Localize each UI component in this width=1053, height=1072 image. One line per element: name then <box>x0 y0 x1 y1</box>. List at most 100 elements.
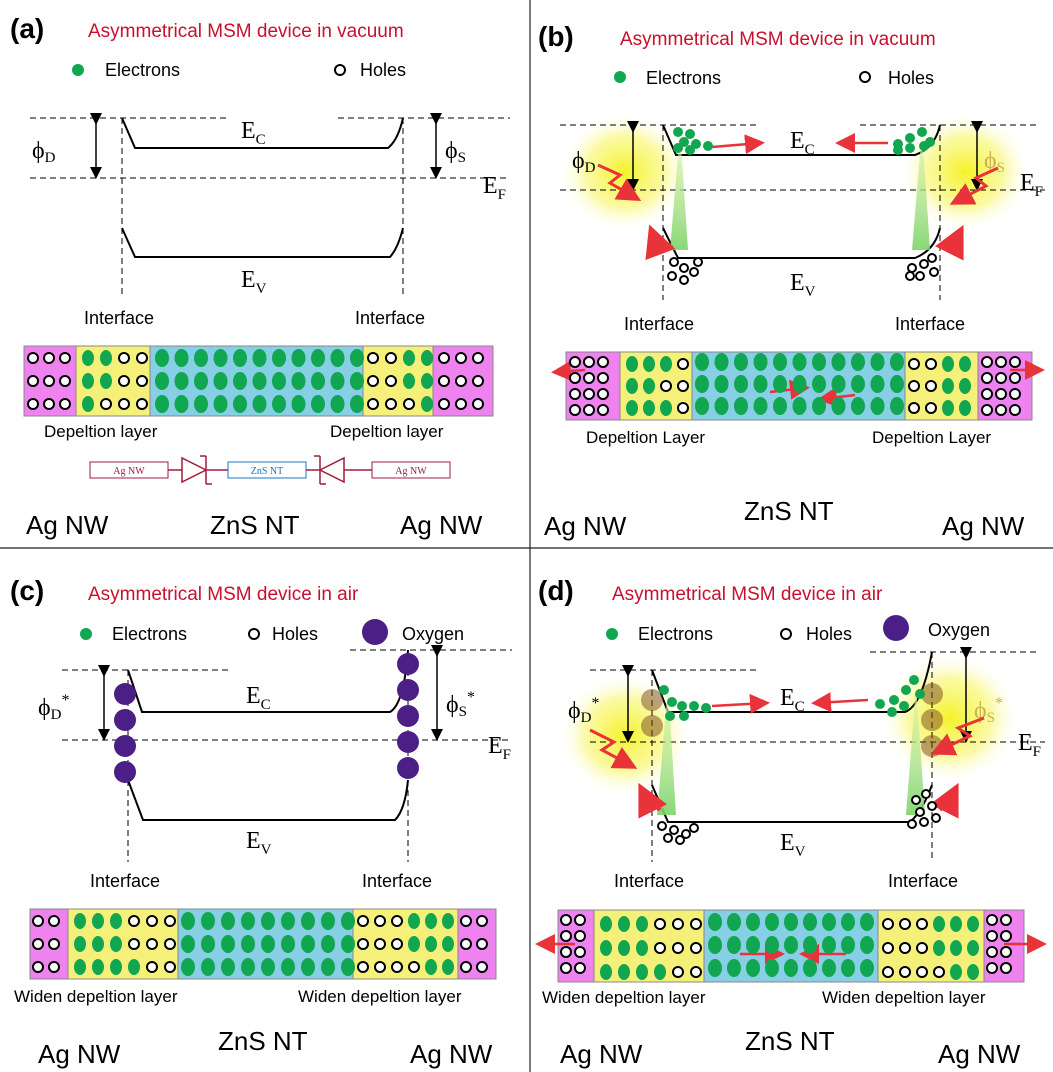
panel-d-letter: (d) <box>538 575 574 606</box>
hole <box>357 915 369 927</box>
hole <box>476 961 488 973</box>
hole <box>679 263 689 273</box>
electron <box>905 143 915 153</box>
hole-flow-arrow-left <box>638 782 668 819</box>
electron <box>174 395 189 413</box>
hole <box>681 829 691 839</box>
electron <box>213 372 228 390</box>
electron <box>272 349 286 367</box>
hole <box>677 380 689 392</box>
hole <box>916 918 928 930</box>
hole <box>403 398 415 410</box>
electron <box>301 912 315 930</box>
hole <box>32 938 44 950</box>
hole <box>164 915 176 927</box>
diode-left <box>181 456 208 484</box>
electron <box>350 395 364 413</box>
electron <box>233 349 247 367</box>
hole <box>1009 388 1021 400</box>
legend-holes: Holes <box>888 68 934 88</box>
hole <box>929 267 939 277</box>
ag-nw-label-left: Ag NW <box>560 1039 643 1069</box>
electron <box>773 353 787 371</box>
electron <box>350 372 364 390</box>
electron <box>784 936 798 954</box>
electron <box>82 373 94 389</box>
electron <box>100 350 112 366</box>
electron <box>636 916 648 932</box>
electron <box>660 400 672 416</box>
electron <box>311 395 325 413</box>
electron <box>860 959 874 977</box>
hole <box>460 938 472 950</box>
hole <box>660 380 672 392</box>
electron <box>194 372 208 390</box>
hole <box>583 356 595 368</box>
electron <box>803 959 817 977</box>
hole <box>915 271 925 281</box>
hole <box>357 938 369 950</box>
electron <box>272 372 286 390</box>
hole <box>677 358 689 370</box>
hole <box>995 388 1007 400</box>
electron <box>350 349 364 367</box>
hole <box>693 257 703 267</box>
light-glow-left <box>559 112 691 232</box>
ec-label: EC <box>790 128 815 158</box>
electron <box>181 912 195 930</box>
electron <box>925 137 935 147</box>
hole <box>986 914 998 926</box>
panel-c-title: Asymmetrical MSM device in air <box>88 584 359 605</box>
ag-nw-label-right: Ag NW <box>400 510 483 540</box>
electron <box>291 395 306 413</box>
hole <box>385 375 397 387</box>
electron-flow-arrow-left <box>711 693 770 714</box>
diode-right <box>318 456 345 484</box>
electron <box>626 400 638 416</box>
electron-legend-icon <box>606 628 618 640</box>
hole <box>916 966 928 978</box>
electron <box>875 699 885 709</box>
electron <box>746 913 760 931</box>
panel-b-letter: (b) <box>538 21 574 52</box>
hole <box>597 388 609 400</box>
electron <box>915 689 925 699</box>
electron-flow-arrow-right <box>811 692 869 713</box>
electron <box>252 349 267 367</box>
electron <box>636 964 648 980</box>
electron <box>708 959 722 977</box>
electron-flow-arrow-left <box>711 134 765 155</box>
hole <box>597 404 609 416</box>
hole <box>925 402 937 414</box>
hole <box>689 267 699 277</box>
depletion-label-right: Depeltion layer <box>330 422 444 441</box>
electron <box>784 959 798 977</box>
electron <box>600 940 612 956</box>
electron <box>870 397 885 415</box>
legend-oxygen: Oxygen <box>402 624 464 644</box>
panel-a-title: Asymmetrical MSM device in vacuum <box>88 21 404 42</box>
oxygen-adsorbates-left <box>114 683 136 783</box>
electron <box>703 141 713 151</box>
electron <box>233 395 247 413</box>
electron <box>950 964 962 980</box>
electron <box>600 916 612 932</box>
hole <box>128 915 140 927</box>
electron <box>831 397 846 415</box>
valence-band <box>127 779 409 821</box>
hole <box>374 961 386 973</box>
hole <box>908 358 920 370</box>
hole <box>1000 946 1012 958</box>
oxygen-molecule <box>114 683 136 705</box>
hole <box>931 813 941 823</box>
oxygen-molecule <box>921 735 943 757</box>
electron <box>330 395 345 413</box>
electron <box>330 372 345 390</box>
hole <box>882 966 894 978</box>
oxygen-molecule <box>397 653 419 675</box>
hole <box>981 372 993 384</box>
electron <box>92 959 104 975</box>
electron <box>233 372 247 390</box>
electron <box>860 913 874 931</box>
ev-label: EV <box>241 267 267 297</box>
